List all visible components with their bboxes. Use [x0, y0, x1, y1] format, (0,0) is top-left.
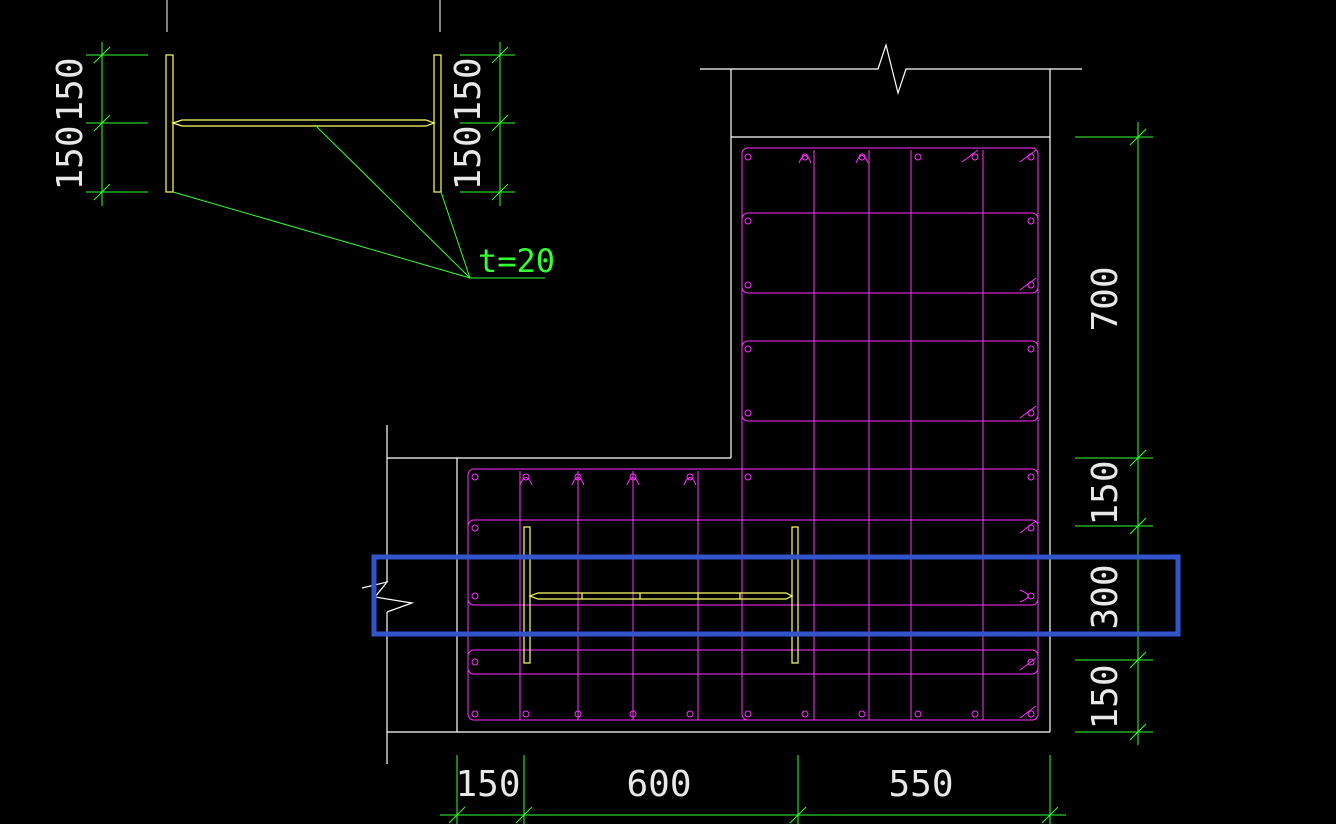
- dimension-label: 150: [455, 764, 520, 805]
- dimension-label: 150: [1085, 664, 1126, 729]
- right-dimension-chain: [460, 42, 515, 206]
- dimension-label: 150: [50, 125, 91, 190]
- dimension-label: 150: [50, 57, 91, 122]
- steel-plate-detail: t=20 150 150 150 150: [50, 0, 555, 280]
- dimension-label: 150: [1085, 460, 1126, 525]
- steel-web-plate: [171, 119, 436, 127]
- left-dimension-chain: [86, 42, 148, 206]
- highlight-box: [371, 554, 1181, 637]
- thickness-label: t=20: [478, 242, 555, 280]
- rebar-cage: [467, 147, 1039, 721]
- wall-outline: [361, 42, 1082, 764]
- dimension-label: 700: [1085, 266, 1126, 331]
- dimension-label: 300: [1085, 564, 1126, 629]
- embedded-steel: [523, 526, 799, 664]
- dimension-label: 550: [888, 764, 953, 805]
- wall-section: 700 150 300 150 150 600 550: [361, 42, 1153, 824]
- dimension-label: 150: [448, 125, 489, 190]
- section-bottom-dimension-chain: [440, 755, 1066, 824]
- steel-plate-right: [433, 54, 442, 193]
- steel-plate-left: [165, 54, 174, 193]
- dimension-label: 600: [626, 764, 691, 805]
- dimension-label: 150: [448, 57, 489, 122]
- section-right-dimension-chain: [1075, 122, 1153, 745]
- thickness-leaders: [172, 124, 545, 279]
